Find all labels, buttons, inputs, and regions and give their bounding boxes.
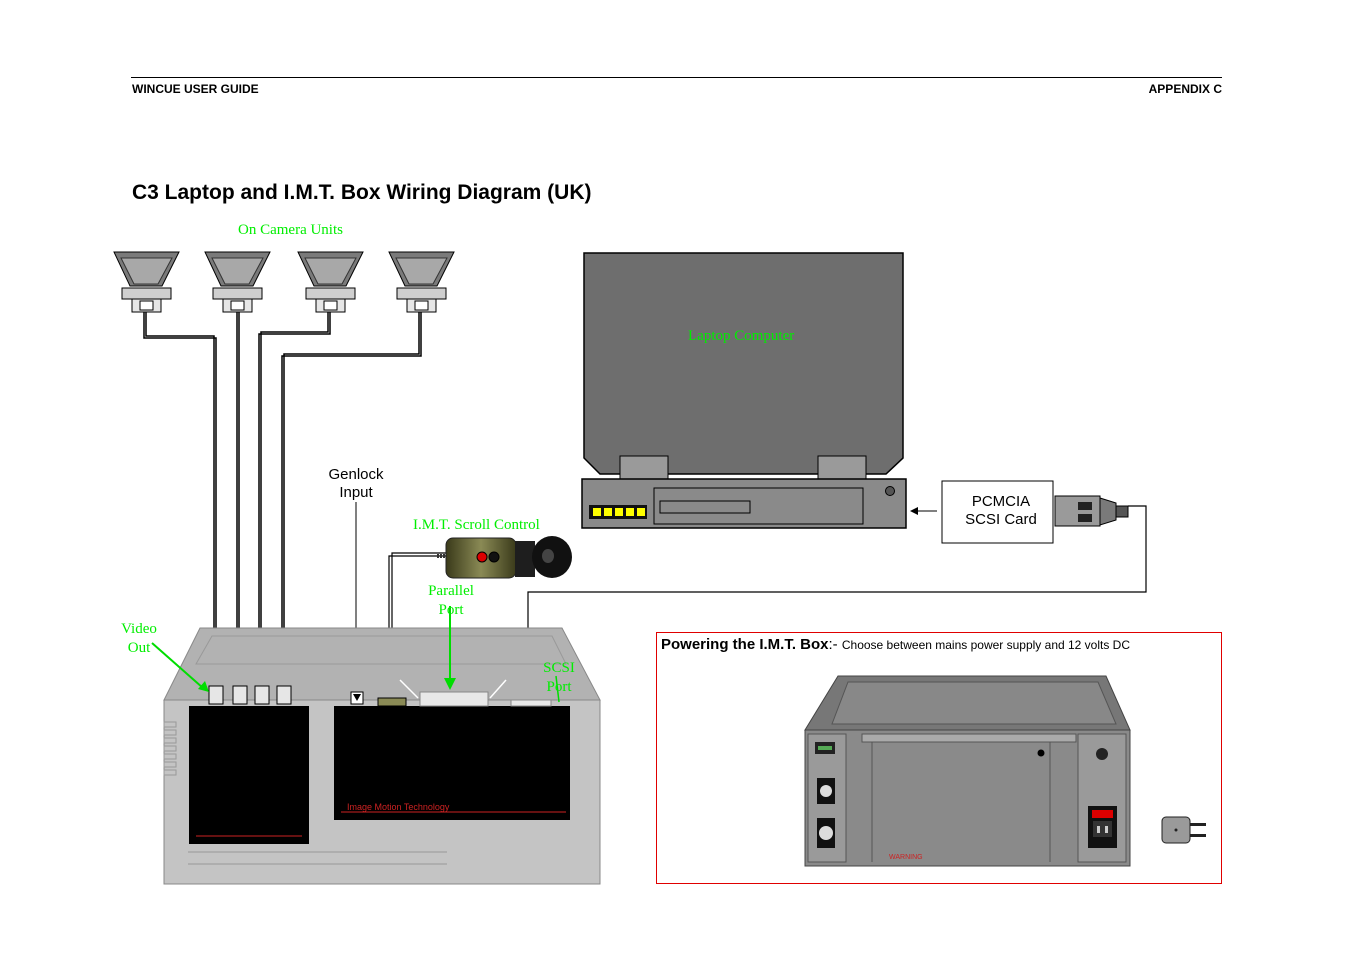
header-right: APPENDIX C [1148, 82, 1222, 96]
label-pcmcia-scsi-card: PCMCIA SCSI Card [965, 493, 1037, 528]
label-on-camera-units: On Camera Units [238, 222, 343, 238]
label-video-out: Video Out [121, 621, 157, 656]
scsi-connector [1054, 495, 1129, 527]
scsi-arrow [555, 675, 560, 703]
imt-box [163, 627, 601, 885]
header-rule [131, 77, 1222, 78]
power-plug-icon [1161, 816, 1206, 844]
label-scroll-control: I.M.T. Scroll Control [413, 517, 540, 533]
red-button [476, 551, 488, 563]
label-parallel-port: Parallel Port [428, 583, 474, 618]
video-out-arrow [151, 642, 204, 689]
label-scsi-port: SCSI Port [543, 660, 575, 695]
power-heading: Powering the I.M.T. Box:- Choose between… [661, 636, 1131, 653]
camera-cables [143, 312, 422, 688]
page-title: C3 Laptop and I.M.T. Box Wiring Diagram … [132, 181, 592, 204]
camera-unit-4 [388, 251, 455, 313]
label-genlock-input: Genlock Input [328, 466, 384, 501]
warning-label: WARNING [889, 854, 923, 861]
camera-unit-1 [113, 251, 180, 313]
label-laptop-computer: Laptop Computer [688, 328, 795, 344]
camera-unit-2 [204, 251, 271, 313]
camera-unit-3 [297, 251, 364, 313]
imt-box-rear-view [804, 675, 1131, 867]
pcmcia-card-box [941, 480, 1054, 544]
scroll-control-device [445, 536, 572, 579]
powering-panel [656, 632, 1222, 884]
header-left: WINCUE USER GUIDE [132, 82, 259, 96]
laptop-computer [581, 252, 907, 529]
imt-brand-label: Image Motion Technology [347, 802, 450, 812]
